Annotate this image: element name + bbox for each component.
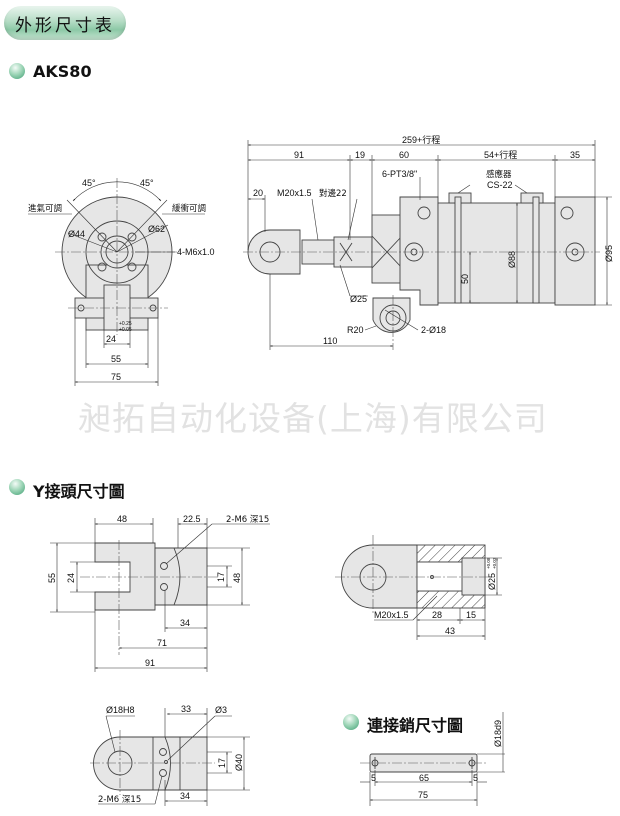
dia40-label: Ø40	[234, 754, 244, 771]
bullet-icon	[9, 63, 25, 79]
adjust-intake-label: 進氣可調	[28, 203, 62, 214]
side-view: 259+行程 91 19 60 54+行程 35 20 M20x1.5 對邊22…	[243, 134, 614, 350]
dim-75: 75	[418, 790, 428, 800]
thread-label: 4-M6x1.0	[177, 247, 215, 257]
pin-joint-drawing: Ø18H8 33 Ø3 17 Ø40 34 2-M6 深15	[90, 704, 250, 806]
section-header-dimensions: 外形尺寸表	[4, 6, 126, 40]
end-view: 45° 45° 進氣可調 緩衝可調 Ø44 Ø62 4-M6x1.0 +0.25…	[28, 178, 215, 386]
sensor-label: 感應器	[486, 169, 512, 180]
angle-right-label: 45°	[140, 178, 154, 188]
port-label: 6-PT3/8"	[382, 169, 417, 179]
dia25-label: Ø25	[350, 294, 367, 304]
dim-65: 65	[419, 773, 429, 783]
dim-17: 17	[217, 758, 227, 768]
adjust-cushion-label: 緩衝可調	[172, 203, 206, 214]
dim-54-stroke: 54+行程	[484, 149, 517, 160]
dim-110: 110	[323, 336, 337, 346]
dim-24: 24	[66, 573, 76, 583]
dim-91: 91	[145, 658, 155, 668]
dim-35: 35	[570, 150, 580, 160]
header-title: 外形尺寸表	[15, 15, 115, 36]
dim-88: Ø88	[507, 251, 517, 268]
trunnion-hole-label: 2-Ø18	[421, 325, 446, 335]
dim-34: 34	[180, 791, 190, 801]
thread-label: M20x1.5	[374, 610, 409, 620]
rod-thread-label: M20x1.5	[277, 188, 312, 198]
angle-left-label: 45°	[82, 178, 96, 188]
pin-drawing: 5 65 5 75 Ø18d9	[360, 712, 505, 806]
y-joint-drawing: 48 22.5 2-M6 深15 55 24 17 48 34 71 91	[47, 514, 270, 672]
dim-5-right: 5	[473, 773, 478, 783]
dim-15: 15	[466, 610, 476, 620]
dim-total: 259+行程	[402, 134, 440, 145]
dim-19: 19	[355, 150, 365, 160]
tol-minus: +0.03	[492, 557, 497, 569]
tol-plus: +0.25	[119, 321, 132, 327]
dim-5-left: 5	[371, 773, 376, 783]
rod-end-drawing: M20x1.5 28 15 43 Ø25 +0.08 +0.03	[335, 535, 502, 640]
tol-plus: +0.08	[486, 557, 491, 569]
dim-95: Ø95	[604, 245, 614, 262]
dim-20: 20	[253, 188, 263, 198]
r20-label: R20	[347, 325, 364, 335]
dia18h8-label: Ø18H8	[106, 705, 135, 715]
dia18d9-label: Ø18d9	[493, 720, 503, 747]
watermark: 昶拓自动化设备(上海)有限公司	[78, 399, 548, 438]
dia44-label: Ø44	[68, 229, 85, 239]
model-title: AKS80	[33, 62, 92, 81]
bullet-icon	[9, 479, 25, 495]
sensor-model-label: CS-22	[487, 180, 513, 190]
dim-22-5: 22.5	[183, 514, 201, 524]
across-flats-label: 對邊22	[319, 188, 347, 199]
dim-55: 55	[47, 573, 57, 583]
dia3-label: Ø3	[215, 705, 227, 715]
dim-43: 43	[445, 626, 455, 636]
dim-48-vertical: 48	[232, 573, 242, 583]
dim-55: 55	[111, 354, 121, 364]
dim-28: 28	[432, 610, 442, 620]
dia62-label: Ø62	[148, 224, 165, 234]
dim-50: 50	[460, 274, 470, 284]
dia25-label: Ø25	[487, 573, 497, 590]
y-joint-title: Y接頭尺寸圖	[33, 482, 125, 501]
bullet-icon	[343, 714, 359, 730]
pin-title: 連接銷尺寸圖	[367, 716, 464, 735]
dim-17: 17	[216, 572, 226, 582]
hole-label: 2-M6 深15	[98, 795, 141, 805]
dim-34: 34	[180, 618, 190, 628]
tol-minus: +0.05	[119, 327, 132, 333]
hole-label: 2-M6 深15	[226, 515, 269, 525]
dim-48: 48	[117, 514, 127, 524]
dim-60: 60	[399, 150, 409, 160]
dim-91: 91	[294, 150, 304, 160]
dim-33: 33	[181, 704, 191, 714]
dim-71: 71	[157, 638, 167, 648]
dim-24: 24	[106, 334, 116, 344]
dim-75: 75	[111, 372, 121, 382]
